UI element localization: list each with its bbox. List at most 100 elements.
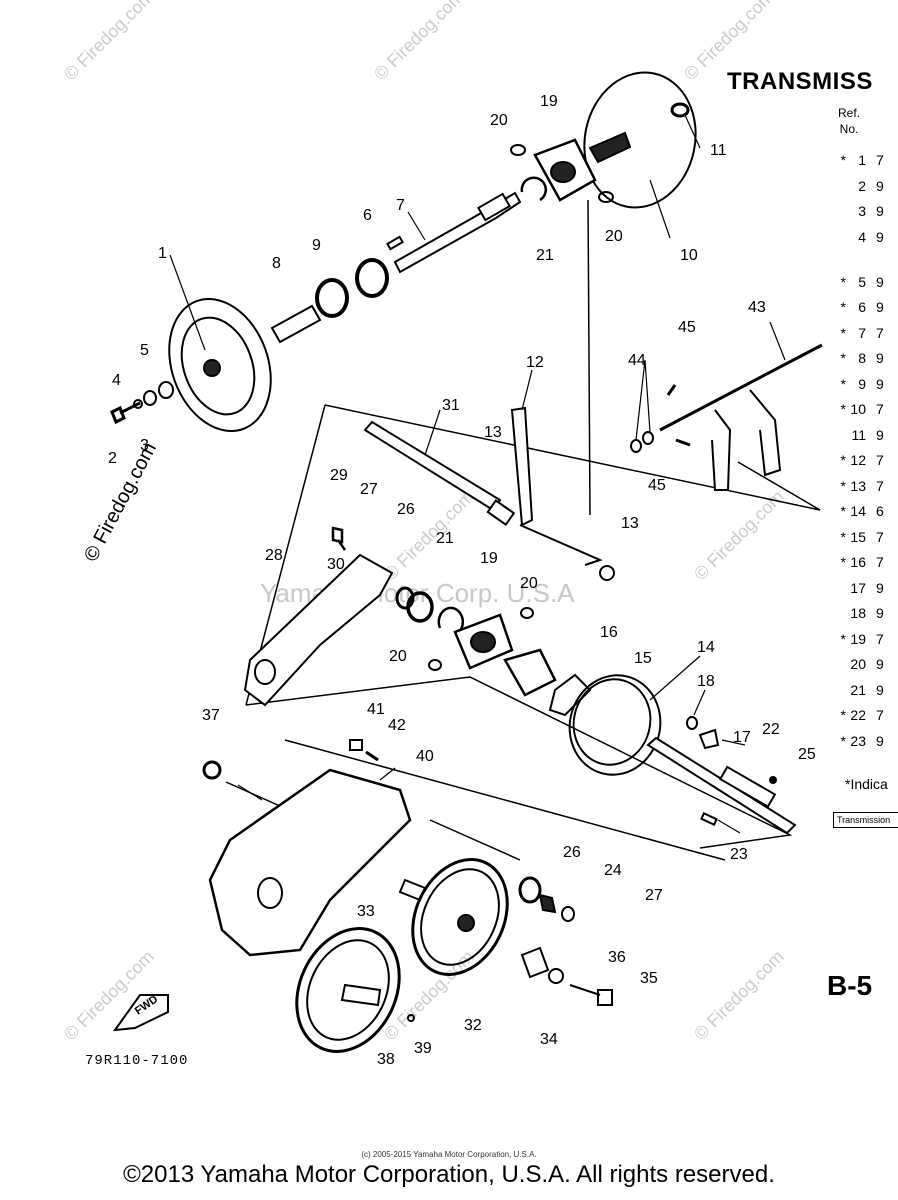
callout-32[interactable]: 32	[464, 1017, 482, 1034]
callout-1[interactable]: 1	[158, 245, 167, 262]
callout-23[interactable]: 23	[730, 846, 748, 863]
callout-35[interactable]: 35	[640, 970, 658, 987]
callout-21a[interactable]: 21	[536, 247, 554, 264]
callout-30[interactable]: 30	[327, 556, 345, 573]
callout-31[interactable]: 31	[442, 397, 460, 414]
callout-45a[interactable]: 45	[678, 319, 696, 336]
callout-6[interactable]: 6	[363, 207, 372, 224]
bearing-26-low	[518, 876, 542, 904]
callout-45b[interactable]: 45	[648, 477, 666, 494]
callout-4[interactable]: 4	[112, 372, 121, 389]
callout-40[interactable]: 40	[416, 748, 434, 765]
callout-20d[interactable]: 20	[389, 648, 407, 665]
bolt-41	[349, 739, 363, 751]
callout-16[interactable]: 16	[600, 624, 618, 641]
gear-38	[295, 927, 401, 1053]
callout-5[interactable]: 5	[140, 342, 149, 359]
washer-5	[158, 381, 174, 399]
callout-27a[interactable]: 27	[360, 481, 378, 498]
bearing-9b	[355, 258, 389, 298]
callout-27b[interactable]: 27	[645, 887, 663, 904]
callout-7[interactable]: 7	[396, 197, 405, 214]
callout-13b[interactable]: 13	[621, 515, 639, 532]
callout-3[interactable]: 3	[140, 437, 149, 454]
bushing-13b	[599, 565, 615, 581]
callout-42[interactable]: 42	[388, 717, 406, 734]
callout-8[interactable]: 8	[272, 255, 281, 272]
callout-39[interactable]: 39	[414, 1040, 432, 1057]
callout-37[interactable]: 37	[202, 707, 220, 724]
ref-box[interactable]: Transmission	[833, 812, 898, 828]
callout-33[interactable]: 33	[357, 903, 375, 920]
shift-fork-43	[711, 389, 782, 491]
callout-9[interactable]: 9	[312, 237, 321, 254]
callout-11[interactable]: 11	[710, 142, 727, 159]
callout-43[interactable]: 43	[748, 299, 766, 316]
callout-20b[interactable]: 20	[605, 228, 623, 245]
callout-14[interactable]: 14	[697, 639, 715, 656]
callout-24[interactable]: 24	[604, 862, 622, 879]
callout-22[interactable]: 22	[762, 721, 780, 738]
callout-20a[interactable]: 20	[490, 112, 508, 129]
nut-39	[407, 1014, 415, 1022]
callout-21b[interactable]: 21	[436, 530, 454, 547]
callout-28[interactable]: 28	[265, 547, 283, 564]
callout-10[interactable]: 10	[680, 247, 698, 264]
callout-36[interactable]: 36	[608, 949, 626, 966]
callout-26a[interactable]: 26	[397, 501, 415, 518]
callout-41[interactable]: 41	[367, 701, 385, 718]
shaft-7-spline	[477, 192, 511, 222]
callout-19b[interactable]: 19	[480, 550, 498, 567]
callout-29[interactable]: 29	[330, 467, 348, 484]
drawing-code: 79R110-7100	[85, 1053, 189, 1069]
washer-27-low	[561, 906, 575, 922]
callout-17[interactable]: 17	[733, 729, 751, 746]
shaft-line-20	[587, 199, 591, 516]
callout-25[interactable]: 25	[798, 746, 816, 763]
nut-37	[202, 760, 222, 780]
washer-20-top-b	[598, 191, 614, 203]
callout-34[interactable]: 34	[540, 1031, 558, 1048]
callout-38[interactable]: 38	[377, 1051, 395, 1068]
bolt-35	[569, 984, 613, 1006]
small-copyright: (c) 2005-2015 Yamaha Motor Corporation, …	[361, 1150, 537, 1159]
callout-44[interactable]: 44	[628, 352, 646, 369]
callout-20c[interactable]: 20	[520, 575, 538, 592]
callout-12[interactable]: 12	[526, 354, 544, 371]
brake-disc-14	[568, 674, 662, 776]
callout-26b[interactable]: 26	[563, 844, 581, 861]
washer-20-top-a	[510, 144, 526, 156]
washer-20-mid	[520, 607, 534, 619]
callout-13a[interactable]: 13	[484, 424, 502, 441]
callout-19a[interactable]: 19	[540, 93, 558, 110]
callout-2[interactable]: 2	[108, 450, 117, 467]
washer-18	[686, 716, 698, 730]
callout-18[interactable]: 18	[697, 673, 715, 690]
plate-15	[548, 673, 592, 717]
callout-15[interactable]: 15	[634, 650, 652, 667]
washer-3	[133, 399, 143, 409]
